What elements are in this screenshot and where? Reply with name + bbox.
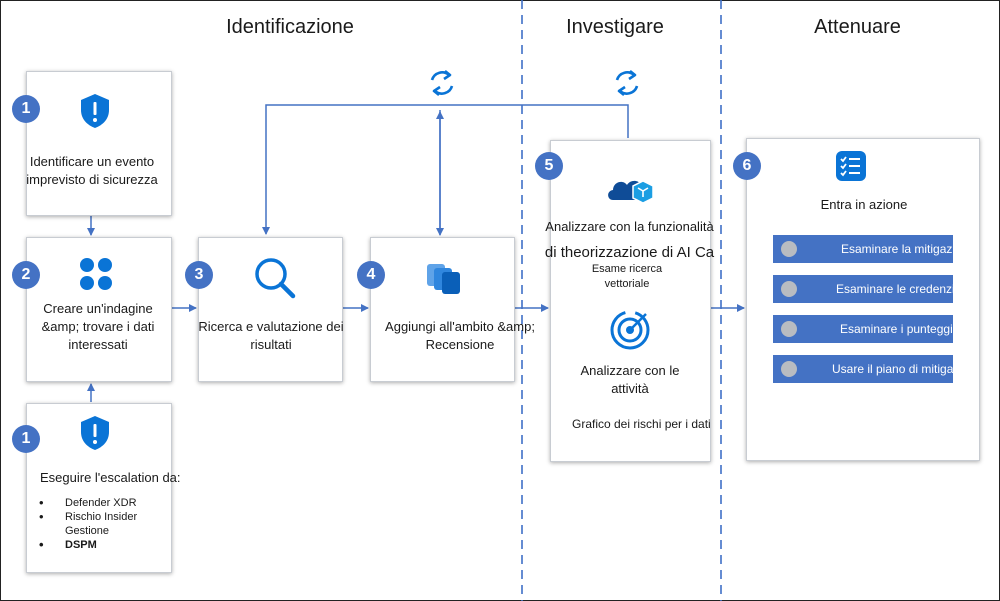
magnifier-icon bbox=[255, 258, 296, 299]
section-title-identify: Identificazione bbox=[226, 16, 354, 38]
ai-analysis-line-2: di theorizzazione di AI Ca bbox=[544, 244, 715, 261]
step-2-box bbox=[26, 237, 172, 382]
action-review-credentials[interactable]: Esaminare le credenziali bbox=[773, 275, 953, 303]
step-2-badge: 2 bbox=[12, 261, 40, 289]
cycle-icon-1 bbox=[430, 69, 454, 97]
step-4-badge: 4 bbox=[357, 261, 385, 289]
section-title-mitigate: Attenuare bbox=[814, 16, 901, 38]
stacked-cards-icon bbox=[427, 264, 460, 294]
escalation-item: DSPM bbox=[39, 538, 165, 552]
check-icon bbox=[781, 361, 797, 377]
escalation-label: Eseguire l'escalation da: bbox=[40, 470, 181, 485]
step-5-badge: 5 bbox=[535, 152, 563, 180]
step-1-box bbox=[26, 71, 172, 216]
step-1-badge: 1 bbox=[12, 95, 40, 123]
step-4-text: Aggiungi all'ambito &amp; Recensione bbox=[385, 319, 535, 352]
activities-text: Analizzare con le attività bbox=[580, 363, 680, 396]
check-icon bbox=[781, 281, 797, 297]
step-2-text: Creare un'indagine &amp; trovare i dati … bbox=[41, 301, 155, 352]
step-3-text: Ricerca e valutazione dei risultati bbox=[198, 319, 344, 352]
action-label: Usare il piano di mitigazione bbox=[832, 362, 953, 376]
step-1b-badge: 1 bbox=[12, 425, 40, 453]
check-icon bbox=[781, 321, 797, 337]
feedback-loop bbox=[262, 104, 629, 235]
step-6-badge: 6 bbox=[733, 152, 761, 180]
checklist-icon bbox=[836, 151, 866, 181]
escalation-item: Rischio Insider Gestione bbox=[39, 510, 165, 538]
four-circles-icon bbox=[80, 258, 112, 290]
ai-analysis-line-1: Analizzare con la funzionalità bbox=[545, 219, 714, 234]
action-label: Esaminare i punteggi di rischio bbox=[840, 322, 953, 336]
target-icon bbox=[610, 310, 650, 350]
section-separators bbox=[521, 0, 722, 601]
escalation-list: Defender XDR Rischio Insider Gestione DS… bbox=[39, 496, 165, 552]
escalation-item: Defender XDR bbox=[39, 496, 165, 510]
action-review-mitigation[interactable]: Esaminare la mitigazione bbox=[773, 235, 953, 263]
action-label: Esaminare la mitigazione bbox=[841, 242, 953, 256]
action-use-mitigation-plan[interactable]: Usare il piano di mitigazione bbox=[773, 355, 953, 383]
action-review-risk-scores[interactable]: Esaminare i punteggi di rischio bbox=[773, 315, 953, 343]
action-label: Esaminare le credenziali bbox=[836, 282, 953, 296]
risk-graph-text: Grafico dei rischi per i dati bbox=[572, 417, 711, 431]
step-3-badge: 3 bbox=[185, 261, 213, 289]
check-icon bbox=[781, 241, 797, 257]
cloud-cube-icon bbox=[608, 180, 654, 204]
section-title-investigate: Investigare bbox=[566, 16, 664, 38]
take-action-title: Entra in azione bbox=[820, 197, 908, 212]
shield-alert-icon bbox=[81, 94, 109, 128]
step-1-text: Identificare un evento imprevisto di sic… bbox=[26, 154, 158, 187]
cycle-icon-2 bbox=[615, 69, 639, 97]
shield-alert-icon-2 bbox=[81, 416, 109, 450]
vector-search-text: Esame ricerca vettoriale bbox=[591, 263, 663, 290]
step-4-box bbox=[370, 237, 515, 382]
